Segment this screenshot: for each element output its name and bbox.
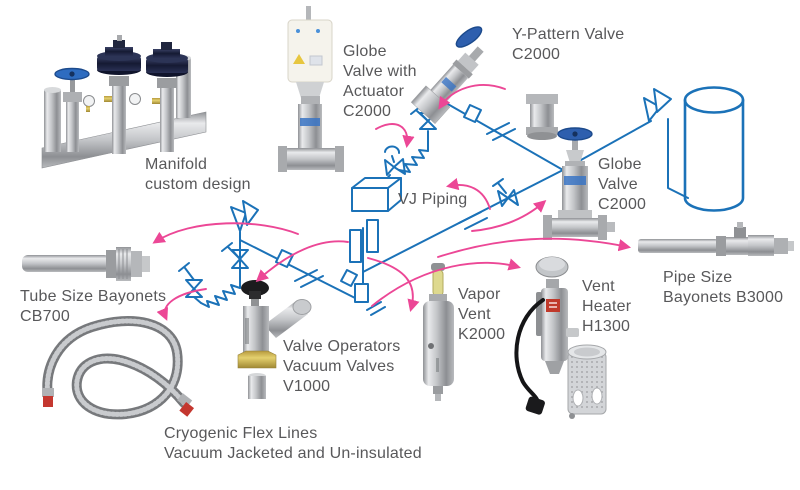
- valve-symbol-far-left: [178, 262, 203, 304]
- tank-symbol: [683, 86, 745, 212]
- arrow-to-globe-valve: [471, 199, 547, 232]
- bayonet-symbols-center: [340, 219, 386, 316]
- pipe-run-upper: [431, 94, 564, 171]
- arrow-to-valve-operators: [255, 240, 349, 283]
- pipe-run-lower-left: [239, 239, 364, 303]
- manifold-photo: [41, 35, 207, 169]
- arrow-to-vapor-vent: [367, 257, 420, 312]
- arrow-to-vent-heater: [371, 258, 521, 307]
- vent-symbol-right: [643, 88, 672, 122]
- flex-line-symbol-left: [200, 284, 241, 308]
- vapor-vent-label: Vapor Vent K2000: [458, 286, 506, 343]
- arrow-to-tube-bayonets: [152, 222, 299, 244]
- union-symbol: [294, 269, 324, 288]
- hose-end-fitting: [179, 401, 195, 417]
- vent-heater-label: Vent Heater H1300: [582, 278, 632, 335]
- valve-operators-label: Valve Operators Vacuum Valves V1000: [283, 338, 401, 395]
- brass-nut: [237, 350, 277, 369]
- hose-end-fitting: [43, 396, 53, 407]
- arrow-from-y-pattern-valve: [438, 84, 506, 110]
- union-symbol: [458, 211, 488, 230]
- valve-symbol-left-riser: [221, 242, 249, 269]
- flex-line-symbol-upper: [398, 149, 429, 173]
- vapor-vent-photo: [423, 263, 454, 401]
- actuated-valve-symbol: [383, 145, 406, 183]
- vj-piping-schematic: [178, 86, 745, 316]
- union-symbol: [486, 122, 516, 141]
- arrow-to-flex-lines: [156, 288, 207, 321]
- pipe-bayonets-photo: [638, 222, 794, 256]
- vj-piping-label: VJ Piping: [398, 191, 468, 208]
- manifold-label: Manifold custom design: [145, 156, 251, 193]
- heater-warning-label: [546, 299, 560, 312]
- globe-valve-label: Globe Valve C2000: [598, 156, 647, 213]
- pipe-bayonets-label: Pipe Size Bayonets B3000: [663, 269, 784, 306]
- flex-lines-label: Cryogenic Flex Lines Vacuum Jacketed and…: [164, 425, 422, 462]
- arrow-to-pipe-bayonets: [437, 237, 632, 258]
- arrow-to-vj-piping: [445, 178, 491, 210]
- tube-bayonets-photo: [22, 247, 150, 281]
- valve-symbol-center-run: [492, 178, 519, 207]
- valve-operators-photo: [237, 280, 312, 399]
- callout-arrows: [152, 84, 632, 321]
- y-pattern-valve-label: Y-Pattern Valve C2000: [512, 26, 625, 63]
- arrow-to-actuated-valve-symbol: [375, 123, 415, 149]
- flex-lines-photo: [42, 316, 195, 420]
- globe-valve-photo: [543, 127, 615, 240]
- vent-symbol-left: [230, 200, 259, 232]
- pipe-joint-symbol: [463, 104, 482, 123]
- globe-valve-actuator-photo: [278, 6, 344, 172]
- handwheel-blue: [455, 26, 483, 48]
- pipe-tank-drop: [667, 118, 689, 199]
- vent-heater-photo: [514, 256, 607, 419]
- y-pattern-valve-photo: [410, 26, 558, 140]
- tube-bayonets-label: Tube Size Bayonets CB700: [20, 288, 167, 325]
- sight-glass: [432, 269, 444, 297]
- heater-cage: [567, 344, 607, 419]
- globe-valve-actuator-label: Globe Valve with Actuator C2000: [343, 43, 417, 120]
- vacuum-box-symbol: [351, 177, 402, 212]
- power-plug: [525, 396, 545, 415]
